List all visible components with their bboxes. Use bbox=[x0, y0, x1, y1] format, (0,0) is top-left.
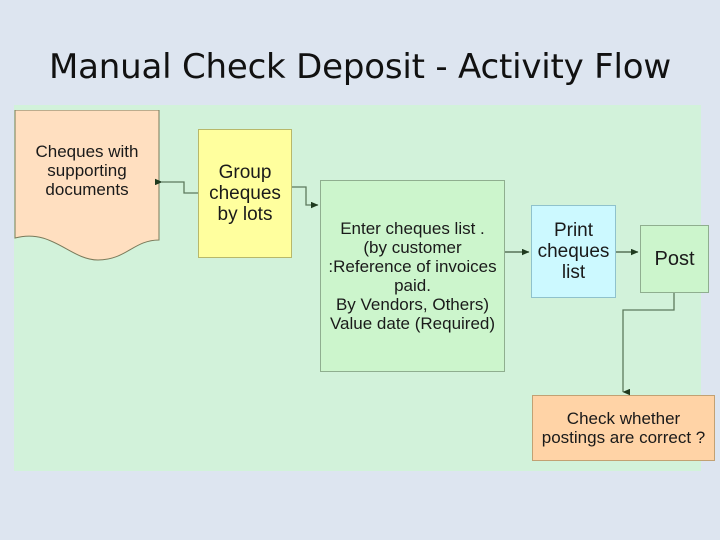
document-shape-icon bbox=[14, 110, 160, 261]
node-check-whether-postings-are-correct[interactable]: Check whether postings are correct ? bbox=[532, 395, 715, 461]
node-group-cheques-by-lots[interactable]: Group cheques by lots bbox=[198, 129, 292, 258]
node-label: Group cheques by lots bbox=[209, 161, 281, 226]
connector-post-to-check bbox=[622, 293, 675, 396]
node-cheques-with-supporting-documents[interactable]: Cheques with supporting documents bbox=[14, 110, 160, 265]
node-label: Post bbox=[654, 247, 695, 270]
page-title: Manual Check Deposit - Activity Flow bbox=[49, 46, 671, 87]
node-label: Enter cheques list . (by customer :Refer… bbox=[328, 218, 497, 334]
connector-group-to-enter bbox=[292, 186, 319, 209]
diagram-panel: Cheques with supporting documents Group … bbox=[14, 105, 715, 471]
node-print-cheques-list[interactable]: Print cheques list bbox=[531, 205, 616, 298]
node-label: Check whether postings are correct ? bbox=[541, 408, 706, 447]
node-enter-cheques-list[interactable]: Enter cheques list . (by customer :Refer… bbox=[320, 180, 505, 372]
node-post[interactable]: Post bbox=[640, 225, 709, 293]
node-label: Cheques with supporting documents bbox=[35, 142, 139, 200]
node-label: Print cheques list bbox=[537, 219, 610, 284]
connector-group-to-docs bbox=[155, 178, 198, 194]
